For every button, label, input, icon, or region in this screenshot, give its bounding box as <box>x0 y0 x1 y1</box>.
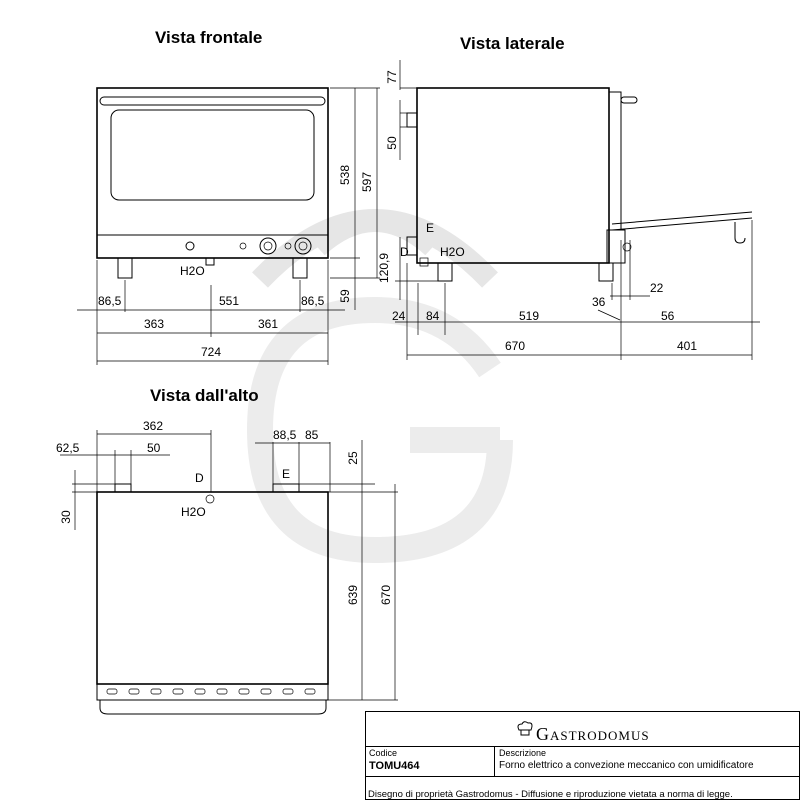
dim-519: 519 <box>519 309 539 323</box>
side-vent-fitting <box>406 112 418 128</box>
side-d-label: D <box>400 245 409 259</box>
dim-88-5: 88,5 <box>273 428 297 442</box>
top-exhaust-fitting <box>272 483 300 493</box>
side-e-label: E <box>426 221 434 235</box>
side-view-title: Vista laterale <box>460 34 565 53</box>
open-door-line <box>611 211 753 225</box>
side-oven-body <box>416 87 610 264</box>
dim-639: 639 <box>346 585 360 605</box>
title-block-footer: Disegno di proprietà Gastrodomus - Diffu… <box>366 777 799 800</box>
dim-724: 724 <box>201 345 221 359</box>
product-code: TOMU464 <box>369 760 420 772</box>
dim-62-5: 62,5 <box>56 441 80 455</box>
front-h2o-label: H2O <box>180 264 205 278</box>
top-e-label: E <box>282 467 290 481</box>
dim-361: 361 <box>258 317 278 331</box>
dim-363: 363 <box>144 317 164 331</box>
title-block: Gastrodomus Codice TOMU464 Descrizione F… <box>365 711 800 800</box>
front-door-glass <box>110 109 315 201</box>
dim-84: 84 <box>426 309 440 323</box>
brand-name: Gastrodomus <box>536 724 650 744</box>
top-view: D E H2O 362 62,5 50 88,5 8 <box>56 419 398 715</box>
side-drain-fitting <box>406 236 418 256</box>
open-door-handle <box>734 222 746 244</box>
code-label: Codice <box>369 748 398 758</box>
dim-24: 24 <box>392 309 406 323</box>
dim-597: 597 <box>360 172 374 192</box>
side-water-inlet <box>419 257 429 267</box>
dim-22: 22 <box>650 281 664 295</box>
top-door-handle <box>99 700 327 715</box>
title-block-info-row: Codice TOMU464 Descrizione Forno elettri… <box>366 746 799 777</box>
description-cell: Descrizione Forno elettrico a convezione… <box>495 746 799 776</box>
thermostat-knob-icon <box>259 237 277 255</box>
product-description: Forno elettrico a convezione meccanico c… <box>499 760 754 771</box>
timer-knob-icon <box>294 237 312 255</box>
dim-86-5-right: 86,5 <box>301 294 325 308</box>
side-view: E D H2O 77 50 120,9 24 84 519 36 22 <box>377 60 760 360</box>
dim-50: 50 <box>385 136 399 150</box>
top-vent-fitting <box>114 483 132 493</box>
top-h2o-label: H2O <box>181 505 206 519</box>
dim-56: 56 <box>661 309 675 323</box>
copyright-notice: Disegno di proprietà Gastrodomus - Diffu… <box>368 789 733 800</box>
side-door-profile <box>608 91 622 231</box>
dim-362: 362 <box>143 419 163 433</box>
dim-86-5-left: 86,5 <box>98 294 122 308</box>
side-h2o-label: H2O <box>440 245 465 259</box>
chef-hat-icon <box>516 720 534 745</box>
dim-30: 30 <box>59 510 73 524</box>
side-knob-icon <box>622 242 632 252</box>
dim-36: 36 <box>592 295 606 309</box>
indicator-light-icon <box>284 242 292 250</box>
dim-25: 25 <box>346 451 360 465</box>
dim-50-top: 50 <box>147 441 161 455</box>
title-block-brand: Gastrodomus <box>366 712 799 747</box>
watermark-logo <box>246 209 513 564</box>
indicator-light-icon <box>239 242 247 250</box>
dim-59: 59 <box>338 289 352 303</box>
top-view-title: Vista dall'alto <box>150 386 259 405</box>
dim-401: 401 <box>677 339 697 353</box>
description-label: Descrizione <box>499 748 547 758</box>
front-foot-right <box>292 257 308 279</box>
water-inlet-fitting <box>205 257 215 266</box>
top-knob-row <box>106 688 316 695</box>
top-water-inlet <box>205 494 215 504</box>
top-oven-body <box>96 491 329 685</box>
top-d-label: D <box>195 471 204 485</box>
top-control-panel <box>96 683 329 701</box>
dim-120-9: 120,9 <box>377 253 391 283</box>
front-foot-left <box>117 257 133 279</box>
dim-538: 538 <box>338 165 352 185</box>
dim-85: 85 <box>305 428 319 442</box>
code-cell: Codice TOMU464 <box>366 746 495 776</box>
dim-670-top: 670 <box>379 585 393 605</box>
front-oven-body <box>96 87 329 259</box>
front-view-title: Vista frontale <box>155 28 263 47</box>
side-handle <box>620 96 638 104</box>
dim-670-side: 670 <box>505 339 525 353</box>
dim-77: 77 <box>385 70 399 84</box>
front-door-handle <box>99 96 326 106</box>
front-view: H2O 538 597 59 86,5 551 86,5 363 361 724 <box>77 87 380 365</box>
side-foot-front <box>598 262 614 282</box>
side-foot-rear <box>437 262 453 282</box>
power-indicator-icon <box>185 241 195 251</box>
dim-551: 551 <box>219 294 239 308</box>
